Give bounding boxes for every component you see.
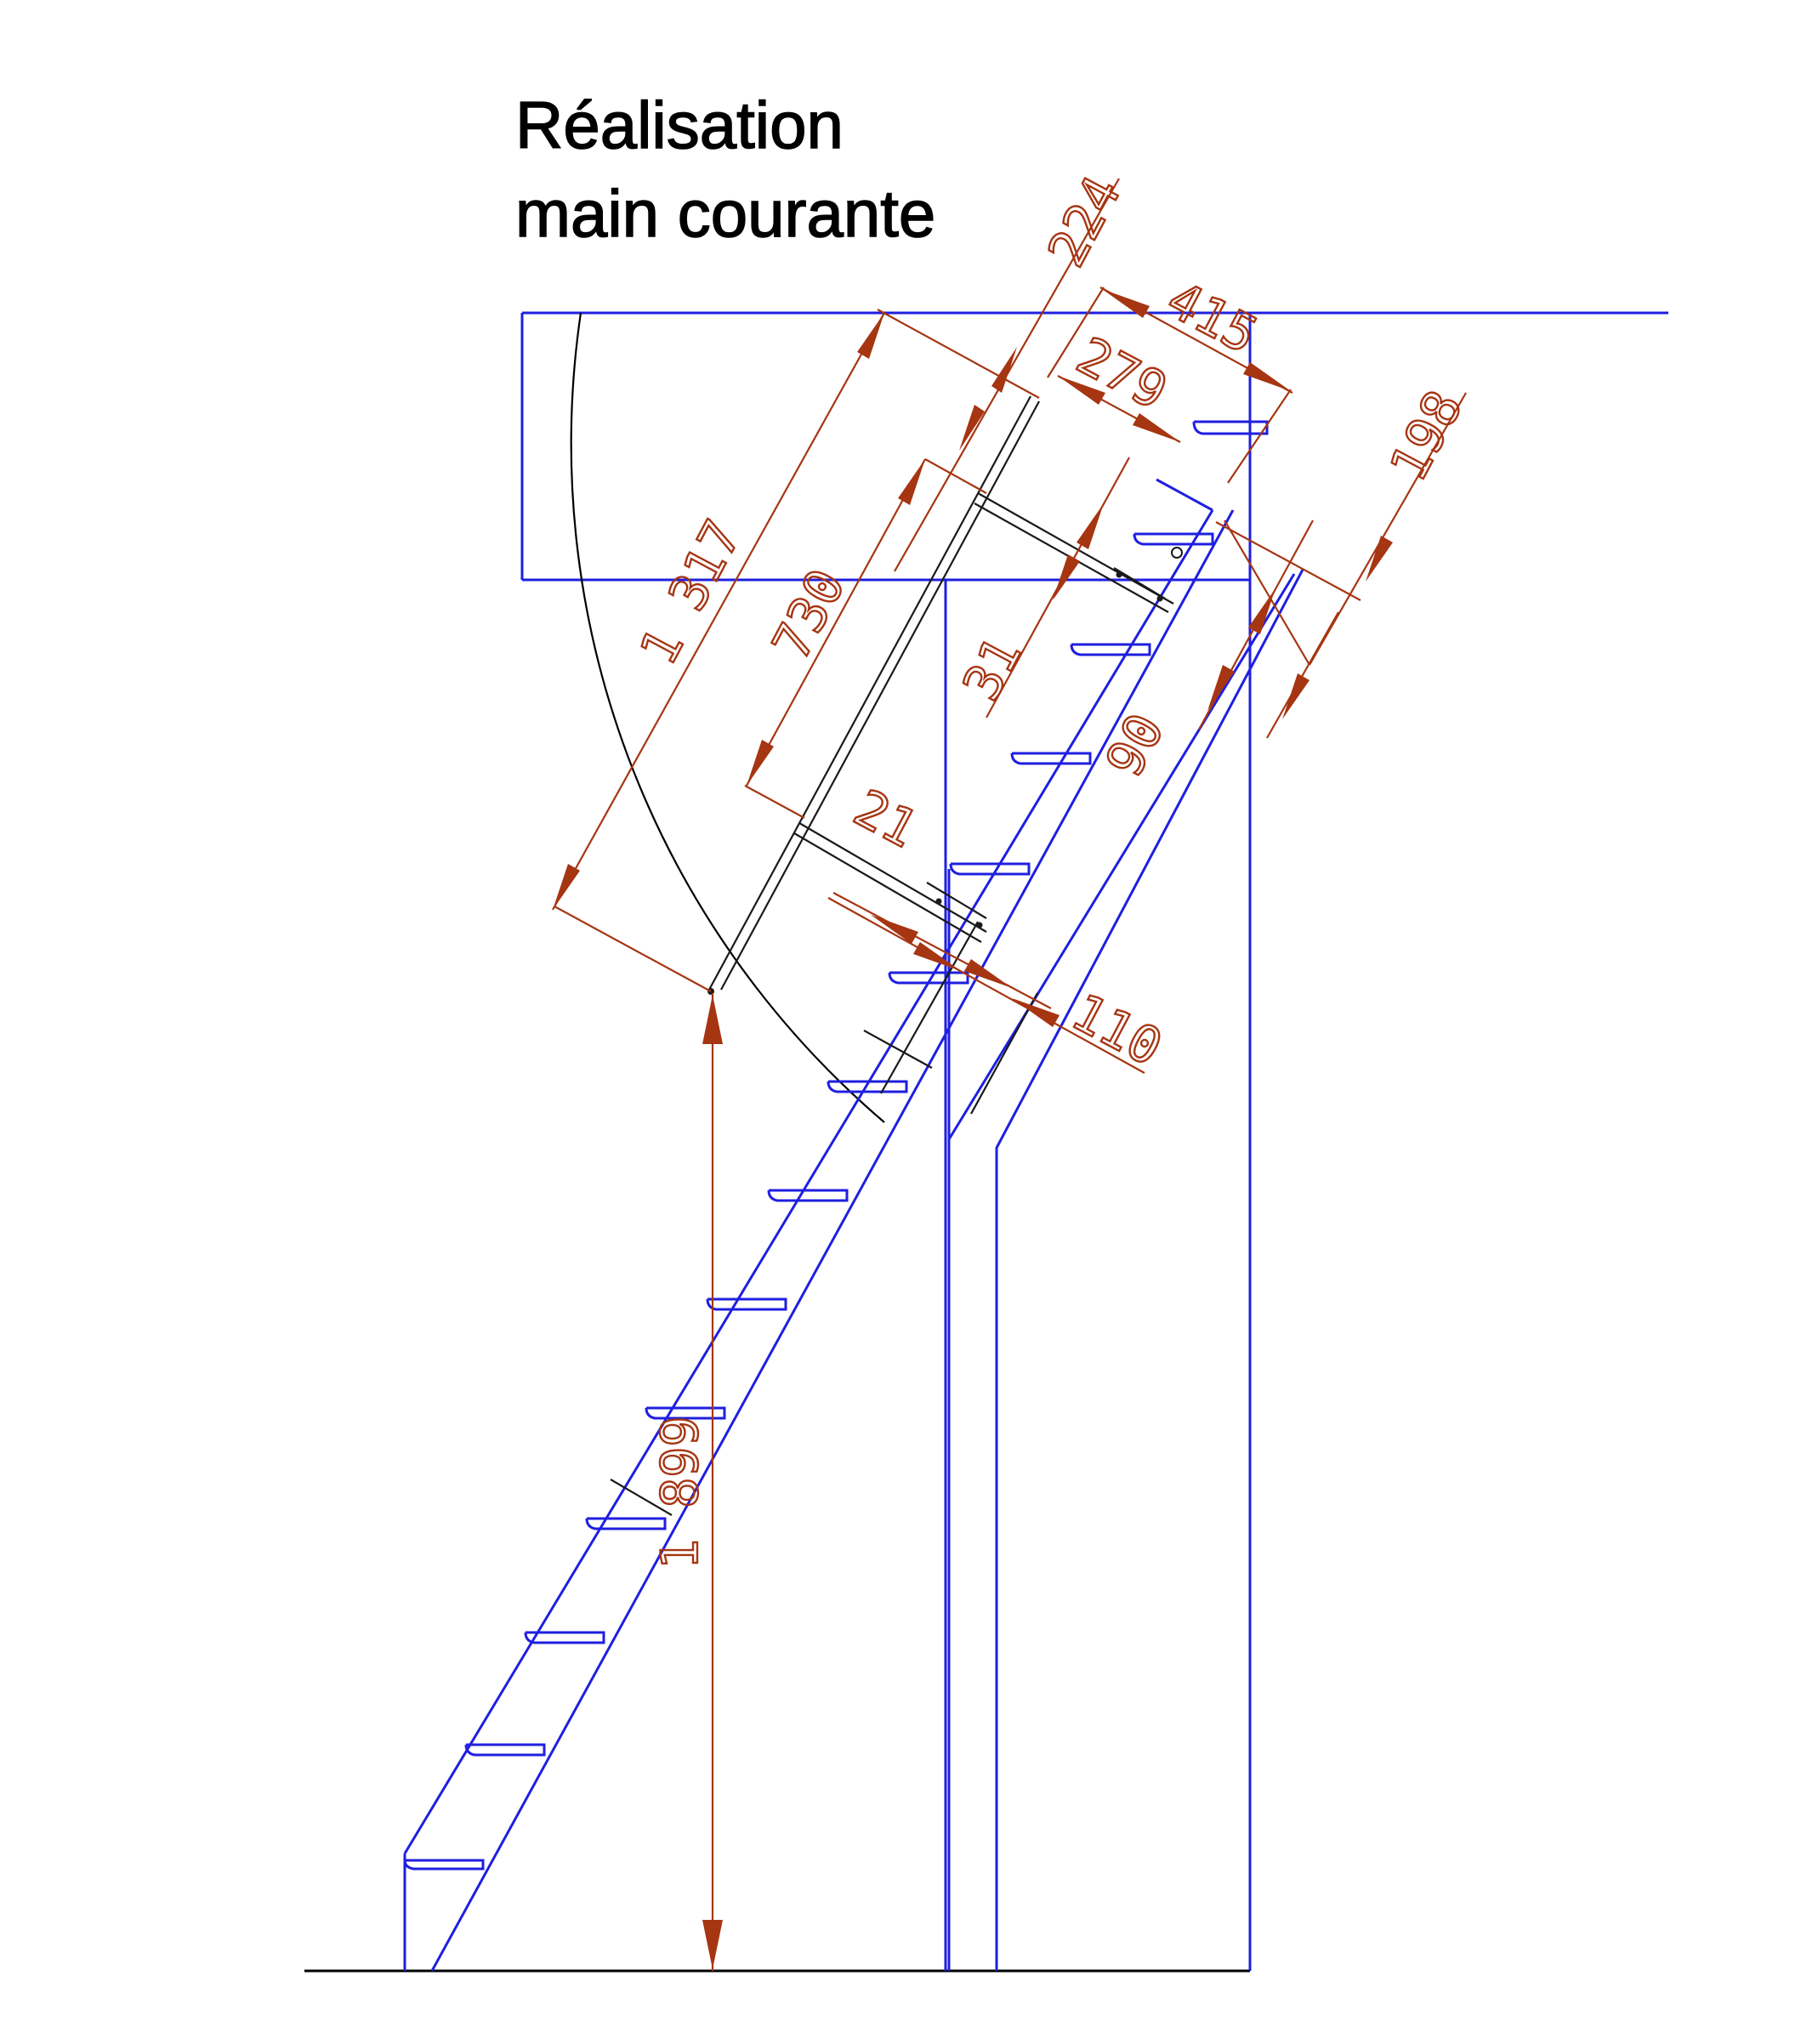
bracket-hole <box>935 898 942 905</box>
wall-post <box>944 569 1304 1971</box>
bracket-hole <box>1116 571 1122 578</box>
stair-treads <box>403 420 1269 1871</box>
dim-label-21: 21 <box>844 778 927 860</box>
handrail <box>610 395 1183 1516</box>
dim-label-1899: 1 899 <box>651 1416 710 1570</box>
title-line-2: main courante <box>514 176 936 251</box>
dim-label-110: 110 <box>1062 982 1172 1078</box>
dim-label-730: 730 <box>761 559 857 669</box>
stair-stringers <box>403 478 1235 1972</box>
dim-label-1317: 1 317 <box>628 511 753 674</box>
dim-label-279: 279 <box>1067 326 1177 422</box>
bracket-hole <box>1156 595 1163 602</box>
dim-label-198: 198 <box>1378 381 1474 491</box>
bracket-hole <box>976 922 983 928</box>
dim-label-90: 90 <box>1094 704 1176 786</box>
dim-label-31: 31 <box>952 627 1033 710</box>
wall-anchor <box>1171 547 1183 559</box>
swing-arc <box>570 312 885 1123</box>
upper-floor-slab <box>520 311 1668 1971</box>
dimension-lines <box>552 178 1467 1971</box>
title-line-1: Réalisation <box>514 88 844 162</box>
dim-label-224: 224 <box>1037 167 1133 276</box>
dimension-labels: 224 415 279 198 1 317 730 31 90 21 110 1… <box>628 166 1475 1570</box>
